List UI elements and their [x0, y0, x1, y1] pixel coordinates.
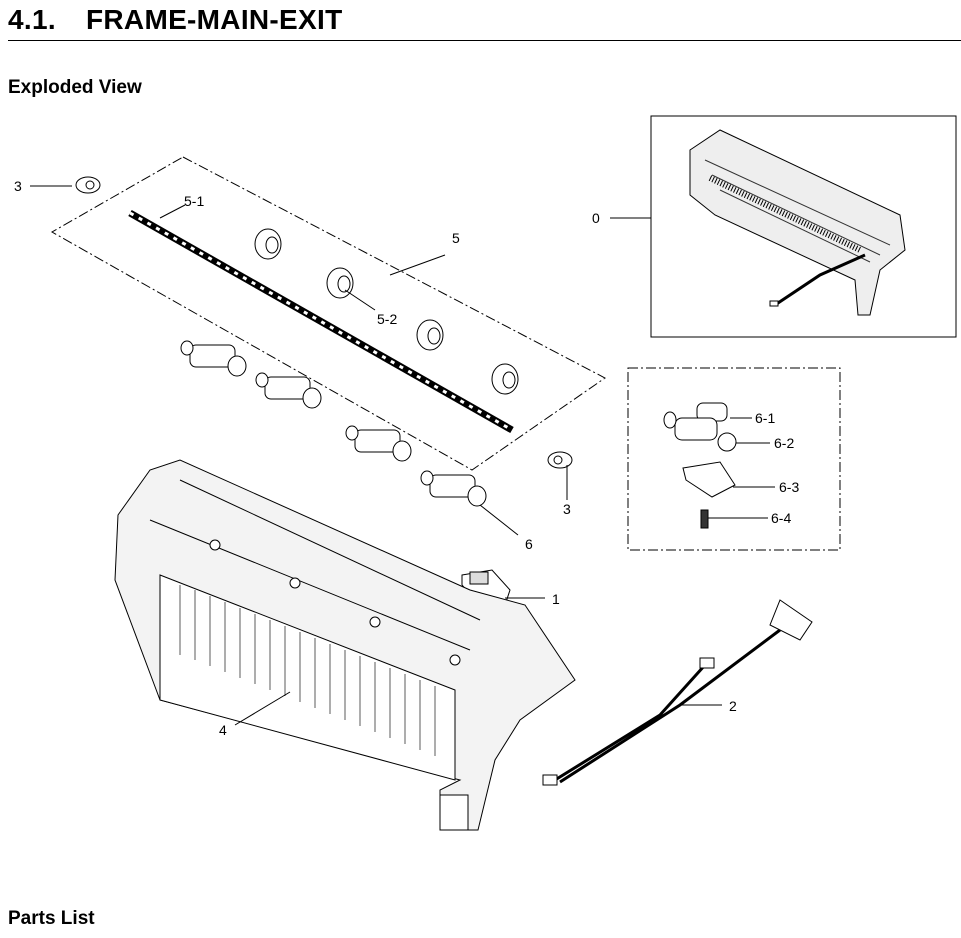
assembled-frame-drawing: [689, 129, 906, 316]
title-divider: [8, 40, 961, 41]
parts-list-heading: Parts List: [8, 908, 95, 929]
section-name: FRAME-MAIN-EXIT: [86, 4, 343, 35]
section-title: 4.1. FRAME-MAIN-EXIT: [8, 4, 342, 36]
callout-2: 2: [729, 698, 737, 714]
callout-5-2: 5-2: [377, 311, 397, 327]
callout-1: 1: [552, 591, 560, 607]
group-6-parts: [663, 402, 737, 529]
leader-4: [234, 691, 291, 726]
callout-6-2: 6-2: [774, 435, 794, 451]
pinch-roller-assemblies: [180, 340, 487, 507]
callout-4: 4: [219, 722, 227, 738]
callout-6-4: 6-4: [771, 510, 791, 526]
callout-5: 5: [452, 230, 460, 246]
bushing-right: [547, 451, 573, 469]
callout-6-1: 6-1: [755, 410, 775, 426]
callout-5-1: 5-1: [184, 193, 204, 209]
wire-harness: [542, 599, 813, 786]
exit-frame-drawing: [114, 459, 576, 831]
exploded-view-heading: Exploded View: [8, 77, 142, 98]
assembly-inset-box: [650, 115, 957, 338]
exit-roller-tires: [254, 228, 519, 395]
section-number: 4.1.: [8, 4, 56, 35]
callout-3-left: 3: [14, 178, 22, 194]
callout-6: 6: [525, 536, 533, 552]
callout-0: 0: [592, 210, 600, 226]
leader-6: [479, 504, 519, 536]
callout-3-right: 3: [563, 501, 571, 517]
callout-6-3: 6-3: [779, 479, 799, 495]
group-5-boundary: [50, 156, 606, 471]
leader-5-1: [159, 204, 186, 219]
group-6-boundary: [627, 367, 841, 551]
bushing-left: [75, 176, 101, 194]
exploded-view-diagram: 0 3 5-1 5 5-2 6-1 6-2 6-3 6-4 3 6 1 2 4: [14, 115, 957, 831]
leader-5-2: [344, 289, 376, 311]
leader-5: [389, 254, 446, 276]
